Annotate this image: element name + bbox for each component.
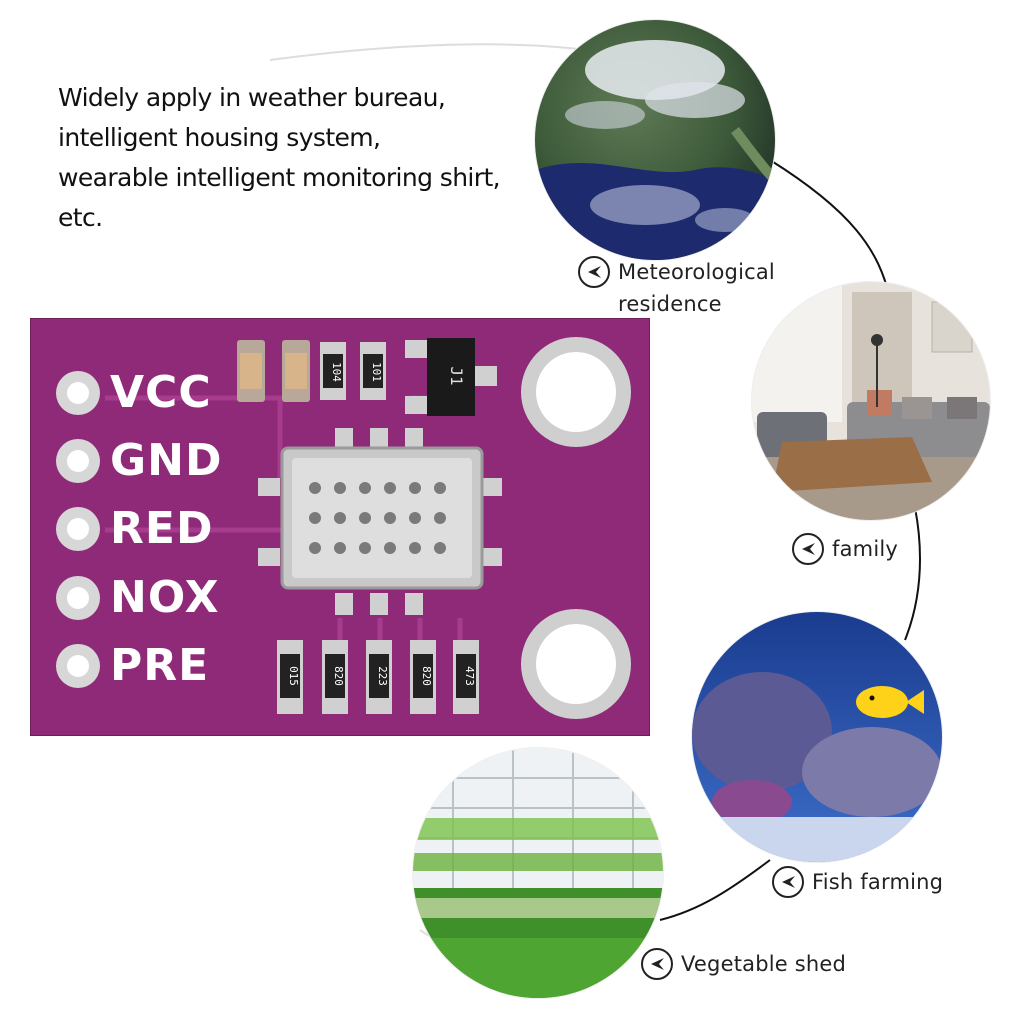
regulator-label: J1 [447, 366, 466, 385]
resistor-label: 820 [332, 666, 345, 686]
pin-holes [56, 371, 100, 688]
caption-family: family [792, 533, 898, 565]
caption-text: Fish farming [812, 870, 944, 894]
caption-fish-farming: Fish farming [772, 866, 943, 898]
greenhouse-image [413, 748, 663, 998]
intro-line: etc. [58, 203, 103, 232]
sensor-board: 104 101 J1 [29, 317, 651, 737]
weather-satellite-image [535, 20, 775, 260]
arrow-left-icon [772, 866, 804, 898]
resistor-label: 104 [330, 362, 343, 382]
pin-label-pre: PRE [110, 640, 210, 691]
pin-label-red: RED [110, 503, 214, 554]
living-room-image [752, 282, 990, 520]
caption-meteorological: Meteorological residence [578, 256, 775, 320]
resistor-label: 473 [463, 666, 476, 686]
board-graphic: 104 101 J1 [29, 317, 651, 737]
resistor-label: 223 [376, 666, 389, 686]
arrow-left-icon [641, 948, 673, 980]
intro-text: Widely apply in weather bureau, intellig… [58, 78, 528, 238]
resistor-label: 015 [287, 666, 300, 686]
arrow-left-icon [792, 533, 824, 565]
resistor-label: 820 [420, 666, 433, 686]
pin-label-nox: NOX [110, 572, 220, 623]
resistor-label: 101 [370, 362, 383, 382]
pin-label-gnd: GND [110, 435, 223, 486]
aquarium-image [692, 612, 942, 862]
caption-vegetable-shed: Vegetable shed [641, 948, 846, 980]
caption-text: Meteorological [618, 260, 775, 284]
caption-text: Vegetable shed [681, 952, 847, 976]
intro-line: Widely apply in weather bureau, [58, 83, 446, 112]
caption-text: residence [618, 292, 722, 316]
intro-line: wearable intelligent monitoring shirt, [58, 163, 501, 192]
pin-label-vcc: VCC [110, 367, 212, 418]
caption-text: family [832, 537, 899, 561]
intro-line: intelligent housing system, [58, 123, 381, 152]
arrow-left-icon [578, 256, 610, 288]
